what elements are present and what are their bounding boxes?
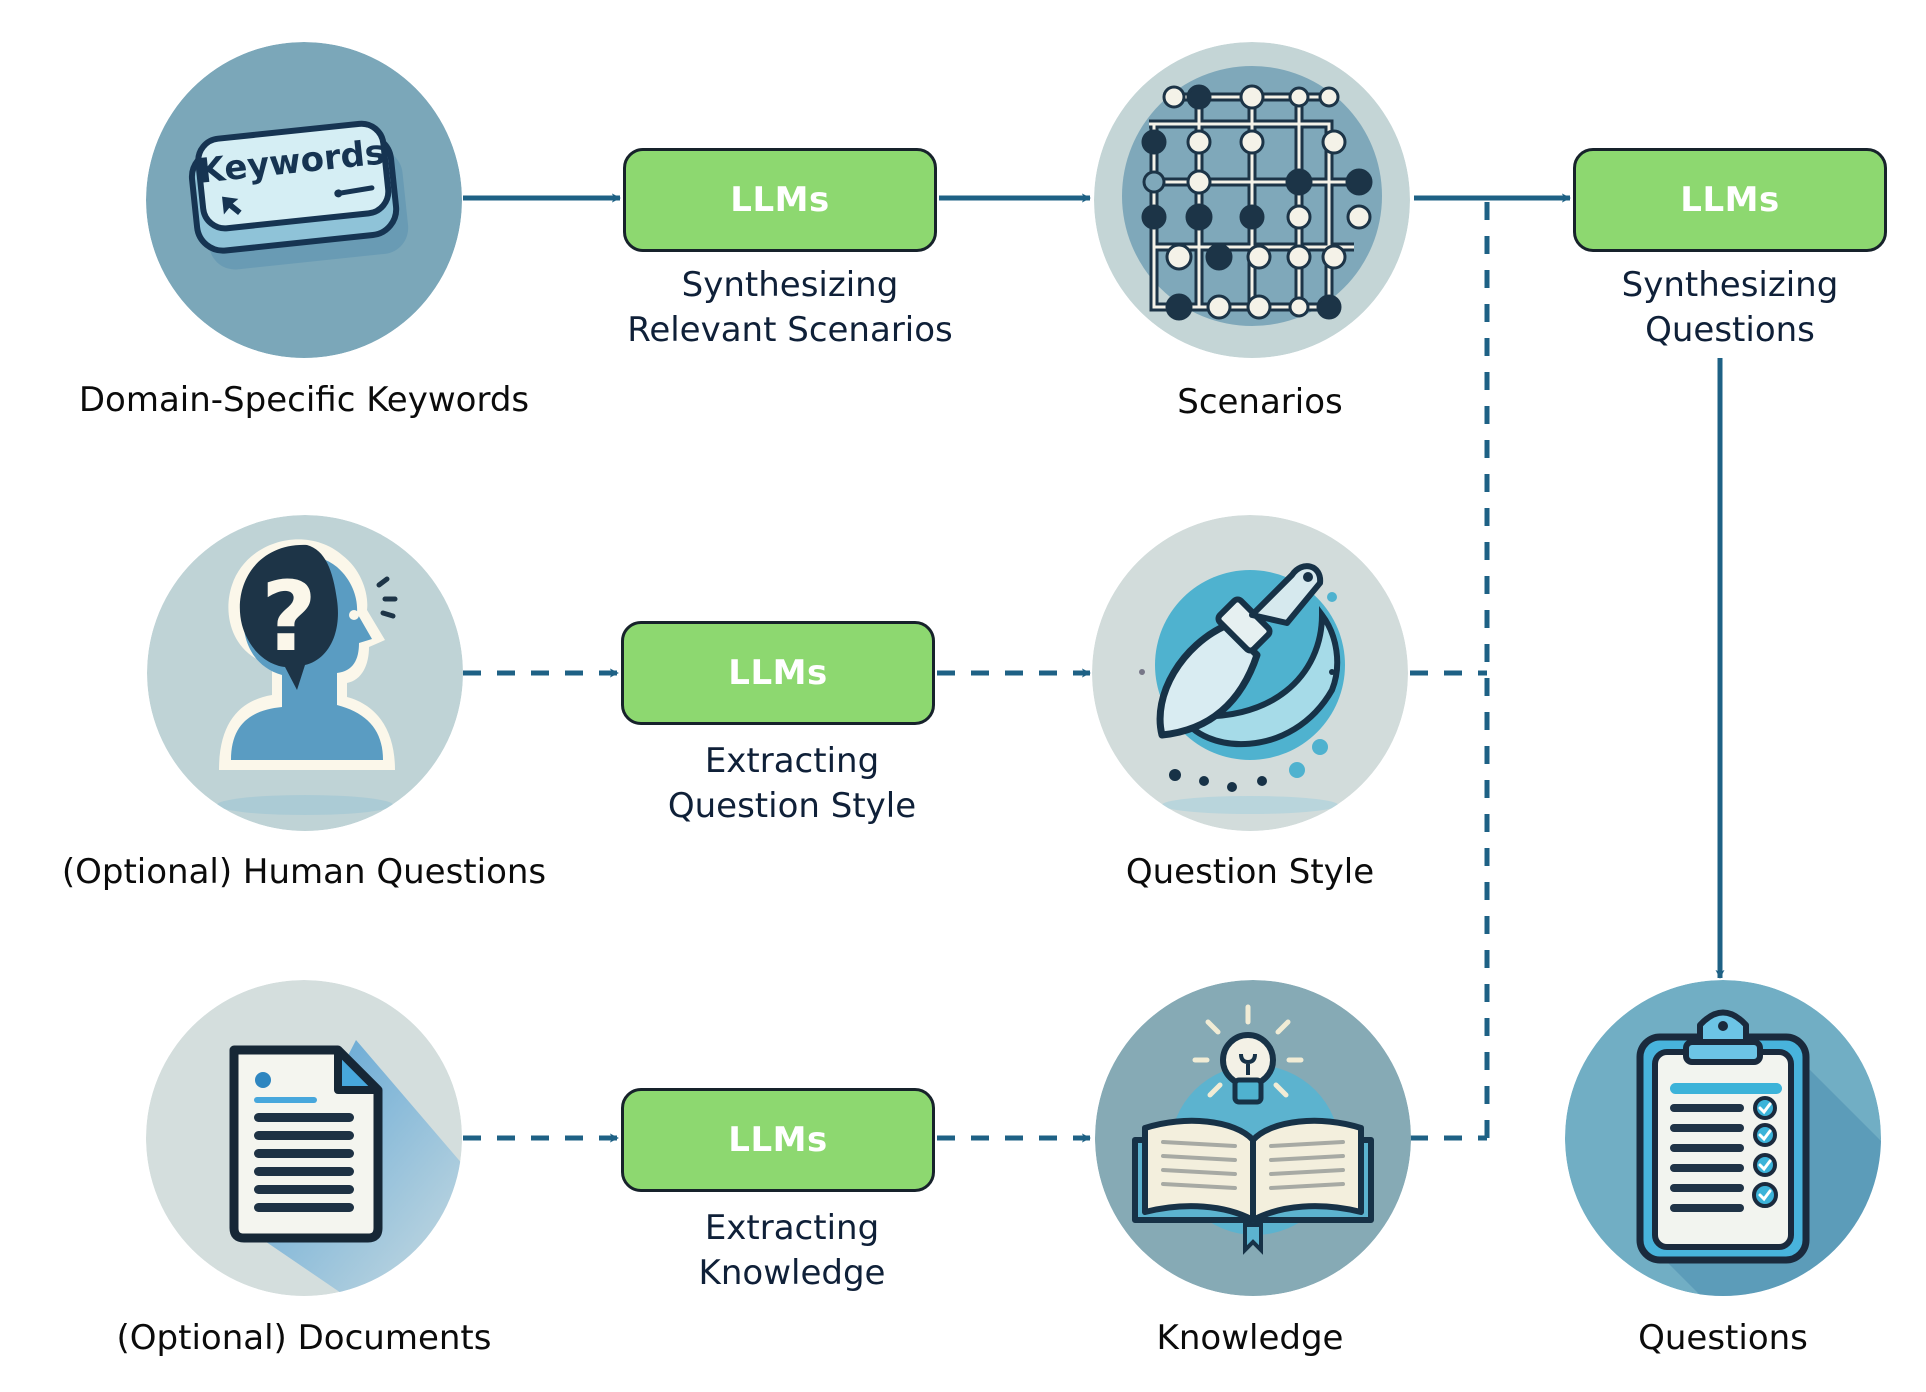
node-keywords: Keywords	[146, 42, 462, 358]
caption-line: Question Style	[667, 786, 917, 826]
caption-synthesizing-scenarios: Synthesizing Relevant Scenarios	[580, 263, 1000, 353]
label-human-questions: (Optional) Human Questions	[61, 852, 547, 892]
label-keywords: Domain-Specific Keywords	[78, 380, 530, 420]
caption-line: Questions	[1645, 310, 1815, 350]
llm-box-label: LLMs	[728, 653, 828, 693]
llm-box-synthesizing-scenarios: LLMs	[623, 148, 937, 252]
keyboard-key-icon: Keywords	[146, 42, 462, 358]
label-scenarios: Scenarios	[1177, 382, 1343, 422]
node-human-questions: ?	[147, 515, 463, 831]
label-questions: Questions	[1638, 1318, 1808, 1358]
label-question-style: Question Style	[1125, 852, 1375, 892]
llm-box-label: LLMs	[728, 1120, 828, 1160]
llm-box-extracting-knowledge: LLMs	[621, 1088, 935, 1192]
node-scenarios	[1094, 42, 1410, 358]
caption-line: Relevant Scenarios	[627, 310, 953, 350]
caption-line: Synthesizing	[1621, 265, 1839, 305]
caption-line: Synthesizing	[681, 265, 899, 305]
head-question-icon: ?	[147, 515, 463, 831]
clipboard-checklist-icon	[1565, 980, 1881, 1296]
network-grid-icon	[1094, 42, 1410, 358]
llm-box-synthesizing-questions: LLMs	[1573, 148, 1887, 252]
label-knowledge: Knowledge	[1156, 1318, 1344, 1358]
caption-line: Extracting	[704, 741, 880, 781]
node-questions	[1565, 980, 1881, 1296]
caption-extracting-style: Extracting Question Style	[582, 739, 1002, 829]
svg-text:?: ?	[261, 561, 317, 673]
llm-box-extracting-style: LLMs	[621, 621, 935, 725]
node-question-style	[1092, 515, 1408, 831]
node-documents	[146, 980, 462, 1296]
book-lightbulb-icon	[1095, 980, 1411, 1296]
llm-box-label: LLMs	[730, 180, 830, 220]
node-knowledge	[1095, 980, 1411, 1296]
document-icon	[146, 980, 462, 1296]
caption-line: Knowledge	[698, 1253, 886, 1293]
paintbrush-icon	[1092, 515, 1408, 831]
caption-extracting-knowledge: Extracting Knowledge	[582, 1206, 1002, 1296]
llm-box-label: LLMs	[1680, 180, 1780, 220]
caption-line: Extracting	[704, 1208, 880, 1248]
label-documents: (Optional) Documents	[116, 1318, 492, 1358]
caption-synthesizing-questions: Synthesizing Questions	[1520, 263, 1926, 353]
